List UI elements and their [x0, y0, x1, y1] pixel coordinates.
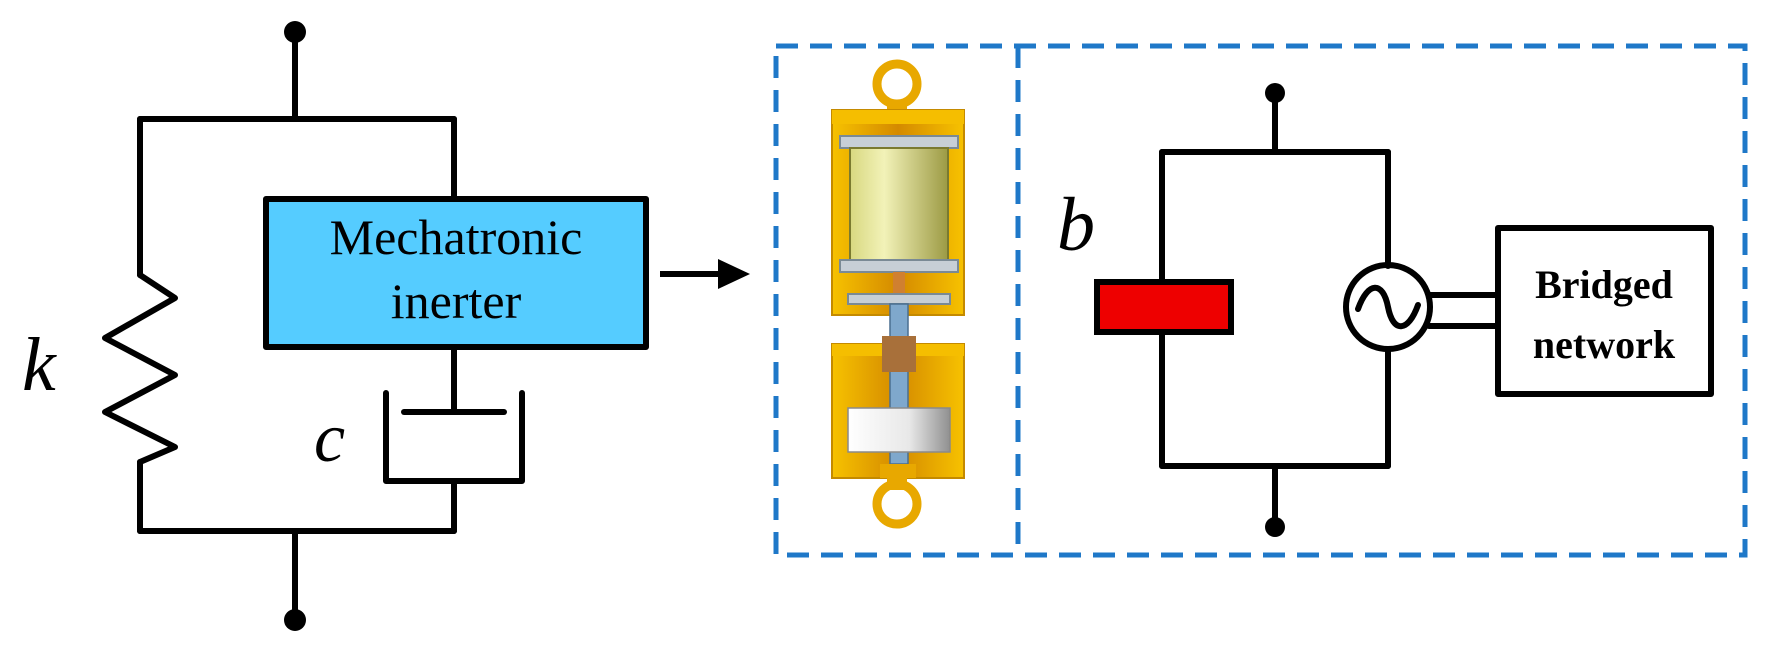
- inertance-symbol: b: [1057, 183, 1095, 267]
- screw-coupler: [882, 336, 916, 372]
- inerter-box-label-line1: Mechatronic: [330, 209, 583, 265]
- motor-bottom-plate: [839, 259, 959, 273]
- network-label-line2: network: [1533, 322, 1676, 367]
- motor-body: [849, 147, 949, 261]
- bridged-network-box: [1495, 225, 1714, 397]
- coupling-plate: [847, 293, 951, 305]
- top-eye-ring: [872, 59, 922, 109]
- bottom-eye-ring: [872, 479, 922, 529]
- dashed-frame: [773, 43, 1748, 558]
- network-label-line1: Bridged: [1535, 262, 1673, 307]
- bottom-terminal-dot: [284, 609, 306, 631]
- inerter-box-label-line2: inerter: [391, 273, 522, 329]
- mechatronic-inerter-box: [263, 196, 649, 350]
- left-model: [102, 21, 649, 631]
- spring-zigzag: [102, 272, 178, 465]
- arrow-head: [718, 259, 750, 289]
- ball-screw-nut: [847, 407, 951, 453]
- inerter-plate: [1094, 279, 1234, 335]
- upper-housing-cap: [832, 110, 964, 124]
- arrow: [660, 259, 750, 289]
- lower-rod-end: [880, 464, 916, 478]
- dashed-outer-frame: [773, 43, 1748, 558]
- damping-symbol: c: [314, 400, 345, 477]
- generator-sine-icon: [1355, 284, 1421, 330]
- motor-shaft: [893, 272, 905, 296]
- spring-stiffness-symbol: k: [22, 323, 57, 407]
- right-circuit: [1159, 83, 1714, 537]
- motor-top-plate: [839, 135, 959, 149]
- device-illustration: [831, 59, 965, 529]
- right-bottom-terminal-dot: [1265, 517, 1285, 537]
